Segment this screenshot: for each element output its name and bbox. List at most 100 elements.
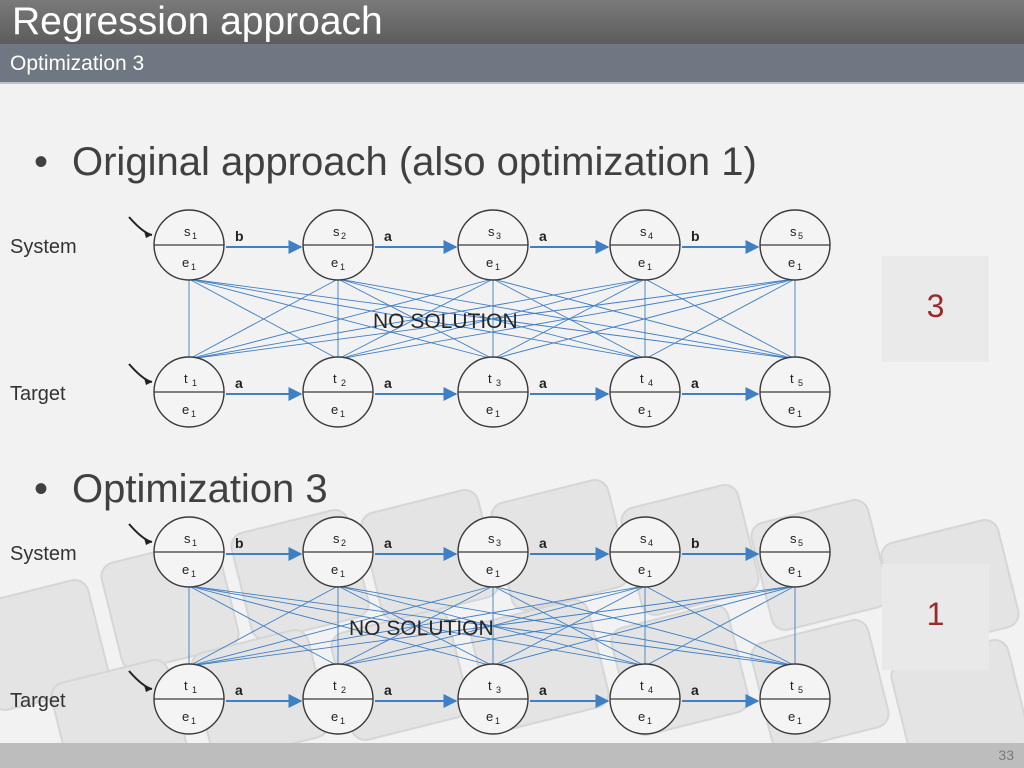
start-arrowhead-icon xyxy=(144,378,152,385)
system-transition-label: b xyxy=(235,535,244,551)
system-start-arrow xyxy=(128,523,153,543)
node-state-index: 2 xyxy=(341,231,346,241)
node-event-label: e xyxy=(486,402,493,417)
node-state-index: 1 xyxy=(192,538,197,548)
node-event-label: e xyxy=(182,255,189,270)
system-label: System xyxy=(10,543,77,565)
node-event-label: e xyxy=(638,255,645,270)
target-start-arrow xyxy=(128,670,153,690)
system-transition-label: a xyxy=(539,535,547,551)
node-state-index: 5 xyxy=(798,685,803,695)
node-state-label: t xyxy=(184,678,188,693)
system-transition-label: a xyxy=(384,228,392,244)
node-event-label: e xyxy=(331,402,338,417)
node-event-index: 1 xyxy=(495,716,500,726)
node-event-index: 1 xyxy=(495,569,500,579)
node-state-label: s xyxy=(790,224,797,239)
target-transition-label: a xyxy=(539,375,547,391)
node-state-index: 1 xyxy=(192,685,197,695)
correspondence-line xyxy=(188,278,494,360)
node-event-index: 1 xyxy=(647,569,652,579)
no-solution-label: NO SOLUTION xyxy=(373,310,518,333)
system-start-arrow xyxy=(128,216,153,236)
correspondence-lines xyxy=(188,278,796,360)
node-event-label: e xyxy=(788,402,795,417)
correspondence-line xyxy=(337,278,796,360)
result-box-original: 3 xyxy=(882,256,989,362)
node-event-index: 1 xyxy=(797,409,802,419)
target-transition-label: a xyxy=(691,682,699,698)
node-event-label: e xyxy=(182,402,189,417)
node-event-index: 1 xyxy=(340,409,345,419)
slide-subtitle: Optimization 3 xyxy=(10,52,145,75)
node-state-label: s xyxy=(333,531,340,546)
node-event-index: 1 xyxy=(797,716,802,726)
node-state-label: t xyxy=(790,371,794,386)
node-state-index: 3 xyxy=(496,685,501,695)
node-event-index: 1 xyxy=(647,409,652,419)
node-event-label: e xyxy=(638,562,645,577)
correspondence-line xyxy=(337,585,796,667)
node-state-index: 3 xyxy=(496,538,501,548)
node-state-index: 2 xyxy=(341,378,346,388)
slide-number: 33 xyxy=(998,747,1014,763)
node-event-label: e xyxy=(486,255,493,270)
node-state-label: t xyxy=(333,371,337,386)
correspondence-line xyxy=(644,278,796,360)
node-state-index: 5 xyxy=(798,378,803,388)
title-bar: Regression approach xyxy=(0,0,1024,45)
target-transition-label: a xyxy=(235,682,243,698)
node-state-label: s xyxy=(184,531,191,546)
node-event-index: 1 xyxy=(647,262,652,272)
node-state-label: t xyxy=(640,371,644,386)
node-event-index: 1 xyxy=(797,262,802,272)
correspondence-line xyxy=(188,278,339,360)
node-state-index: 4 xyxy=(648,685,653,695)
node-event-label: e xyxy=(638,402,645,417)
result-number: 1 xyxy=(926,596,945,632)
target-label: Target xyxy=(10,383,66,405)
node-state-label: s xyxy=(790,531,797,546)
start-arrowhead-icon xyxy=(144,231,152,238)
start-arrowhead-icon xyxy=(144,538,152,545)
correspondence-line xyxy=(188,585,796,667)
bullet-text: Optimization 3 xyxy=(72,467,328,511)
node-event-label: e xyxy=(486,562,493,577)
node-state-index: 4 xyxy=(648,538,653,548)
node-state-index: 1 xyxy=(192,378,197,388)
target-label: Target xyxy=(10,690,66,712)
node-event-label: e xyxy=(788,562,795,577)
system-transition-label: a xyxy=(539,228,547,244)
node-event-label: e xyxy=(638,709,645,724)
bullet-optimization-3: • Optimization 3 xyxy=(34,467,328,512)
result-number: 3 xyxy=(926,288,945,324)
node-event-index: 1 xyxy=(797,569,802,579)
target-transition-label: a xyxy=(384,682,392,698)
correspondence-line xyxy=(188,585,339,667)
node-event-label: e xyxy=(788,709,795,724)
target-start-arrow xyxy=(128,363,153,383)
correspondence-line xyxy=(188,278,646,360)
correspondence-lines xyxy=(188,585,796,667)
target-transition-label: a xyxy=(235,375,243,391)
node-state-index: 1 xyxy=(192,231,197,241)
system-transition-label: b xyxy=(235,228,244,244)
bullet-dot-icon: • xyxy=(34,467,49,511)
node-event-index: 1 xyxy=(340,716,345,726)
target-transition-label: a xyxy=(539,682,547,698)
node-state-label: s xyxy=(488,531,495,546)
node-state-label: s xyxy=(333,224,340,239)
node-event-index: 1 xyxy=(647,716,652,726)
node-state-index: 5 xyxy=(798,231,803,241)
